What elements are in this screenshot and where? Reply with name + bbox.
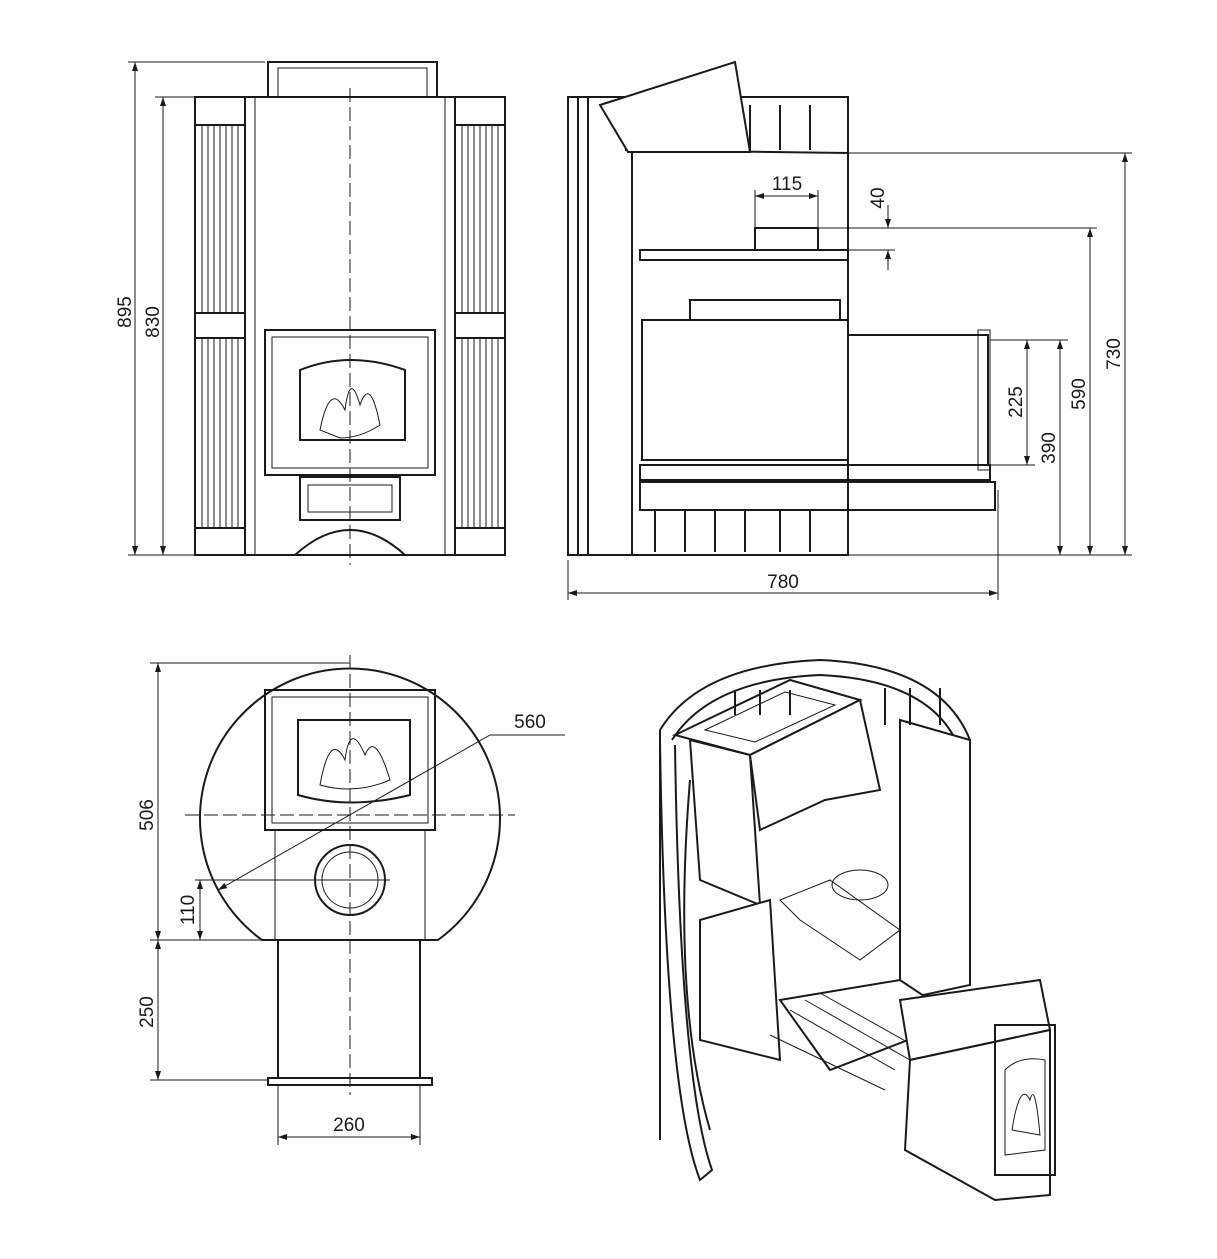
dim-390: 390 [1039, 432, 1060, 464]
isometric-view [659, 658, 1056, 1202]
front-view: 895 830 [115, 61, 506, 565]
dim-560: 560 [514, 712, 546, 733]
dim-830: 830 [143, 306, 164, 338]
dim-506: 506 [137, 799, 158, 831]
side-view: 780 115 40 730 590 390 225 [567, 60, 1132, 600]
dim-225: 225 [1006, 386, 1027, 418]
dim-110: 110 [178, 895, 199, 925]
top-view: 506 110 250 260 560 [137, 655, 565, 1145]
dim-590: 590 [1069, 378, 1090, 410]
dim-895: 895 [115, 296, 136, 328]
dim-730: 730 [1104, 338, 1125, 370]
dim-780: 780 [767, 572, 799, 593]
dim-250: 250 [137, 996, 158, 1028]
dim-260: 260 [333, 1115, 365, 1136]
dim-115: 115 [772, 174, 802, 195]
dim-40: 40 [868, 187, 889, 208]
